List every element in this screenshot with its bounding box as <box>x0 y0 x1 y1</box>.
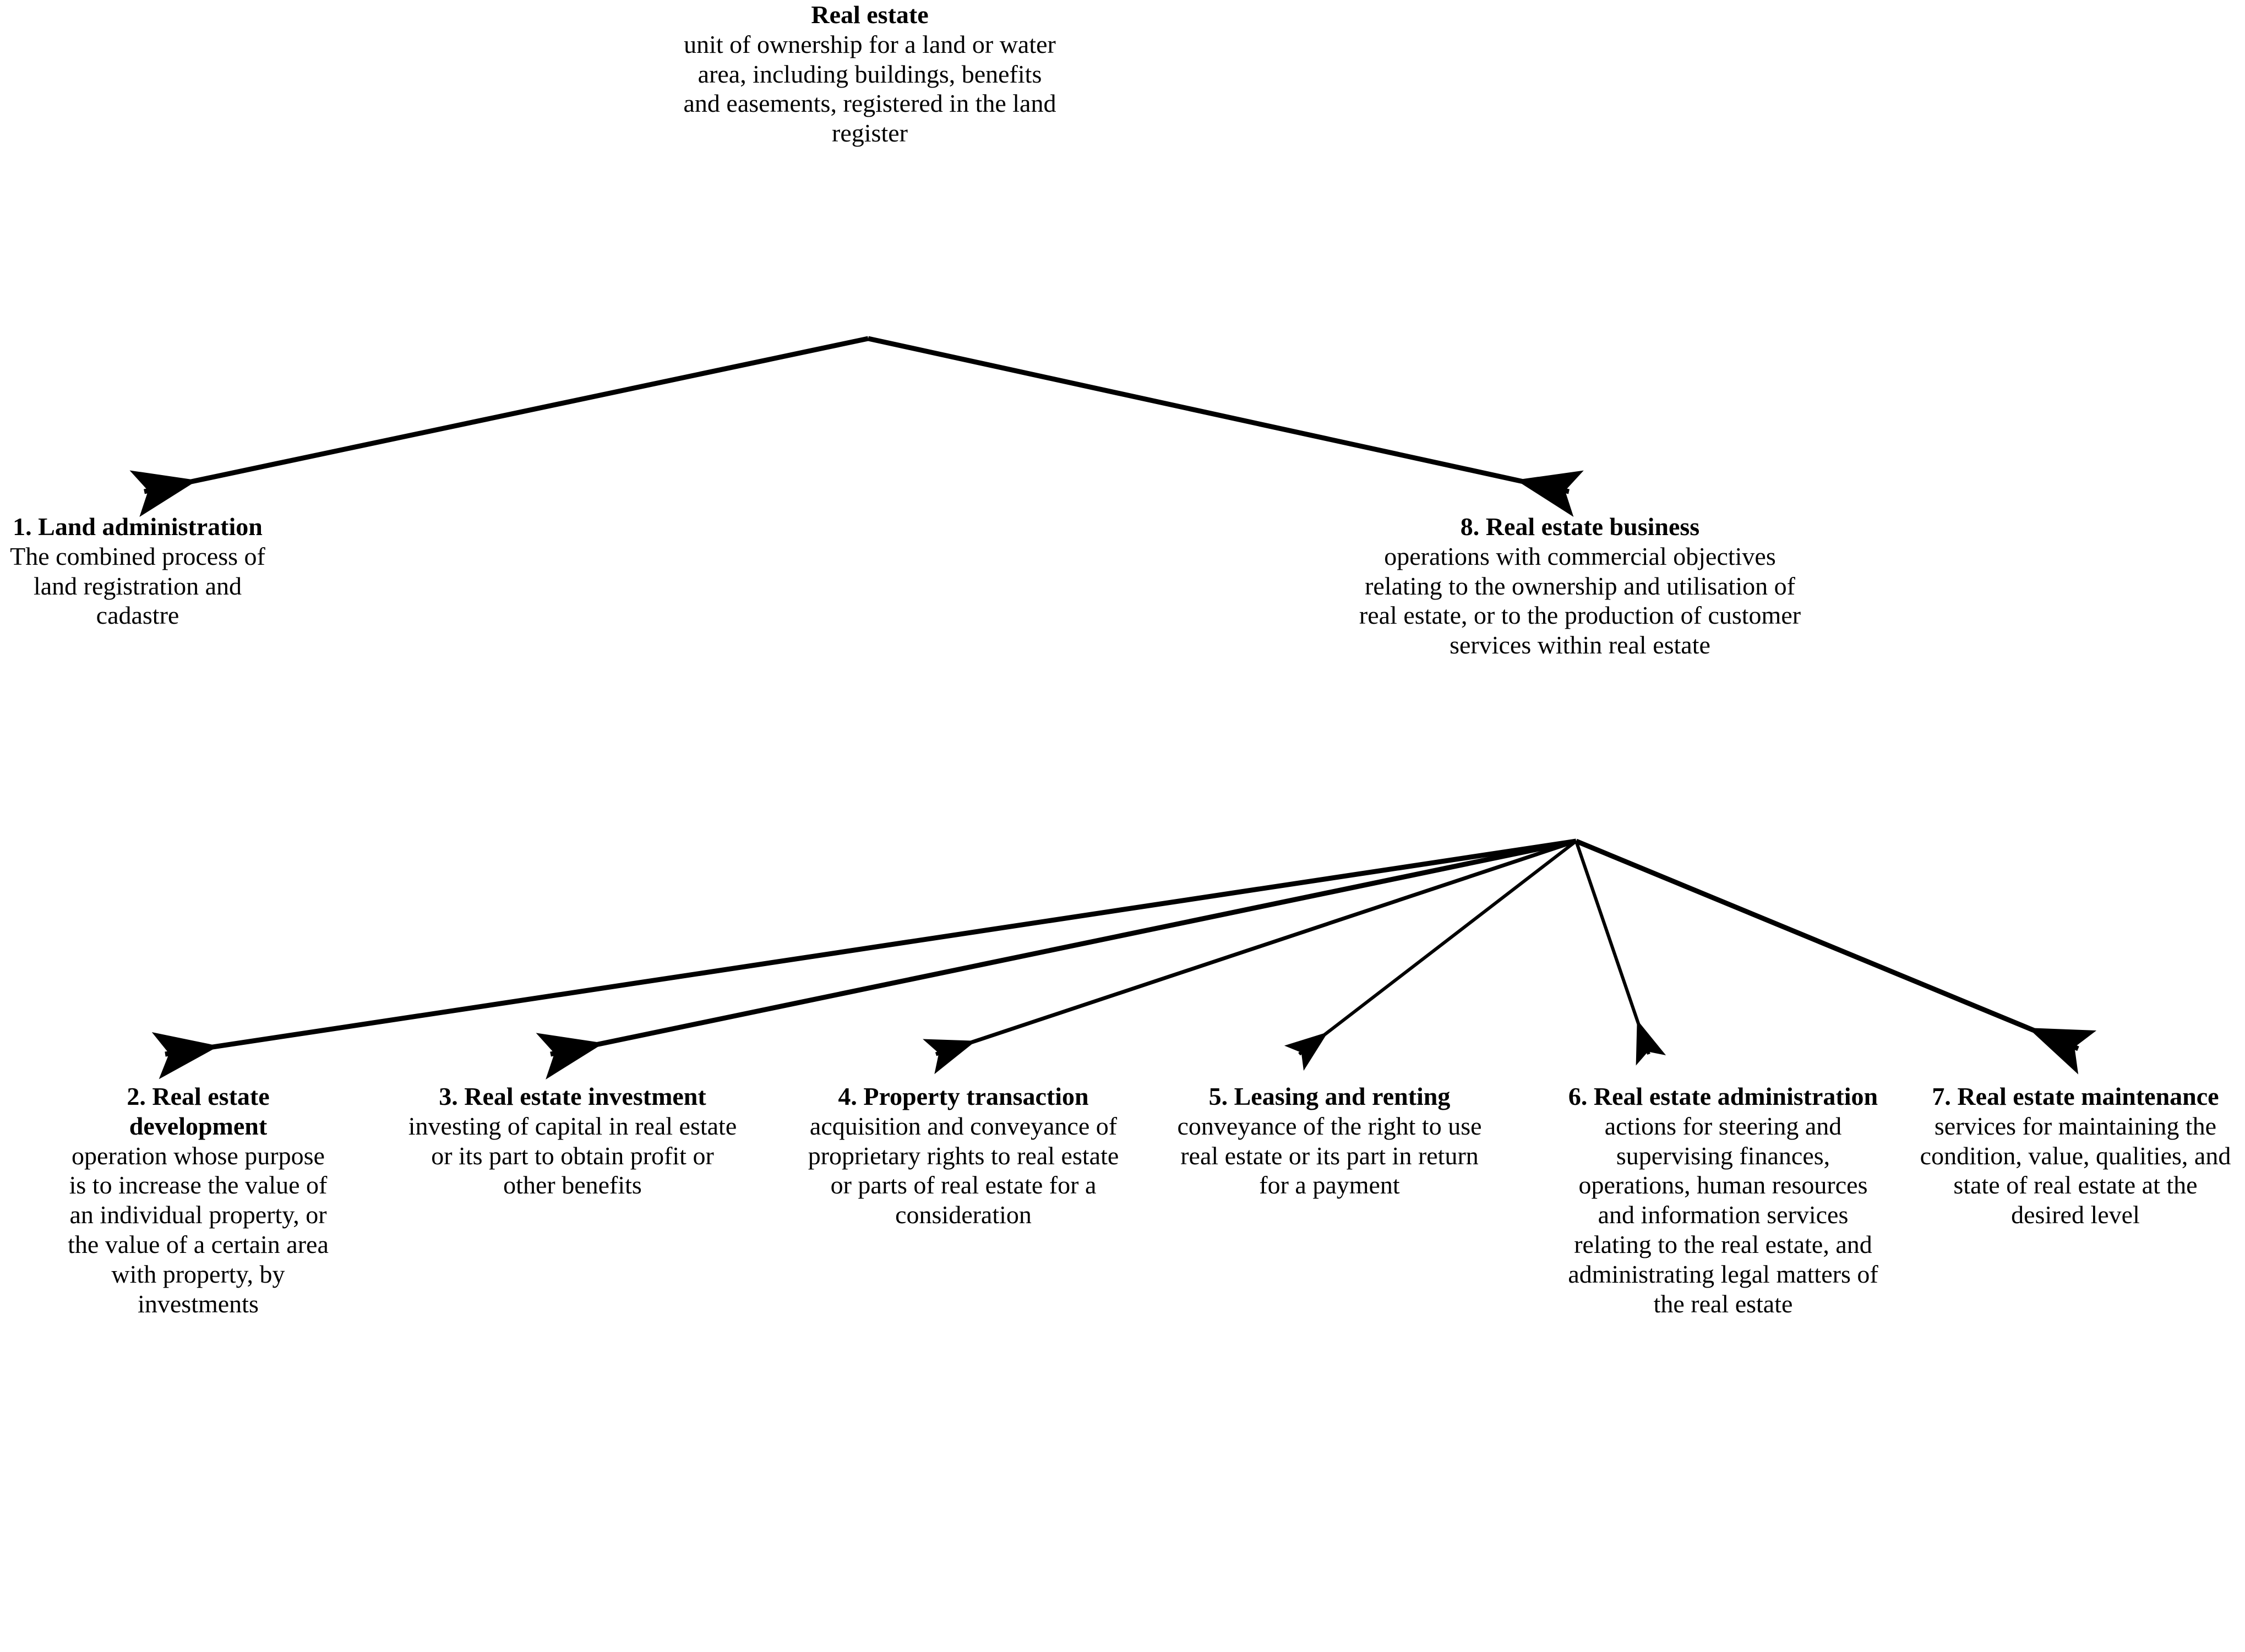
node-title: 6. Real estate administration <box>1568 1082 1878 1110</box>
node-description: services for maintaining the condition, … <box>1920 1111 2231 1229</box>
node-description: acquisition and conveyance of proprietar… <box>808 1111 1119 1229</box>
node-title: 1. Land administration <box>13 512 263 541</box>
edge-business-to-administration <box>1574 841 1666 1066</box>
node-title: 4. Property transaction <box>838 1082 1089 1110</box>
node-description: operations with commercial objectives re… <box>1359 542 1801 659</box>
node-real-estate-administration[interactable]: 6. Real estate administration actions fo… <box>1558 1082 1888 1319</box>
node-description: unit of ownership for a land or water ar… <box>683 30 1056 148</box>
edge-business-to-maintenance <box>1575 838 2097 1075</box>
node-real-estate-investment[interactable]: 3. Real estate investment investing of c… <box>407 1082 738 1200</box>
node-description: operation whose purpose is to increase t… <box>68 1141 329 1318</box>
node-property-transaction[interactable]: 4. Property transaction acquisition and … <box>804 1082 1123 1230</box>
edge-root-to-real-estate-business <box>868 336 1584 517</box>
node-description: actions for steering and supervising fin… <box>1568 1111 1878 1318</box>
node-description: investing of capital in real estate or i… <box>408 1111 737 1200</box>
node-real-estate-maintenance[interactable]: 7. Real estate maintenance services for … <box>1916 1082 2235 1230</box>
node-real-estate-business[interactable]: 8. Real estate business operations with … <box>1343 512 1817 660</box>
node-title: 8. Real estate business <box>1460 512 1700 541</box>
node-title: 3. Real estate investment <box>439 1082 706 1110</box>
node-title: 7. Real estate maintenance <box>1932 1082 2219 1110</box>
node-description: conveyance of the right to use real esta… <box>1177 1111 1482 1200</box>
node-title: 5. Leasing and renting <box>1208 1082 1451 1110</box>
edge-business-to-leasing-renting <box>1284 839 1577 1071</box>
node-description: The combined process of land registratio… <box>10 542 265 630</box>
node-title: 2. Real estate development <box>127 1082 270 1140</box>
node-land-administration[interactable]: 1. Land administration The combined proc… <box>0 512 275 630</box>
edge-business-to-property-transaction <box>923 839 1577 1075</box>
node-real-estate[interactable]: Real estate unit of ownership for a land… <box>677 0 1062 148</box>
edge-business-to-investment <box>536 838 1577 1079</box>
node-real-estate-development[interactable]: 2. Real estate development operation who… <box>61 1082 336 1319</box>
node-leasing-and-renting[interactable]: 5. Leasing and renting conveyance of the… <box>1173 1082 1486 1200</box>
edge-business-to-development <box>151 838 1577 1079</box>
edge-root-to-land-administration <box>129 336 869 517</box>
node-title: Real estate <box>811 1 929 29</box>
